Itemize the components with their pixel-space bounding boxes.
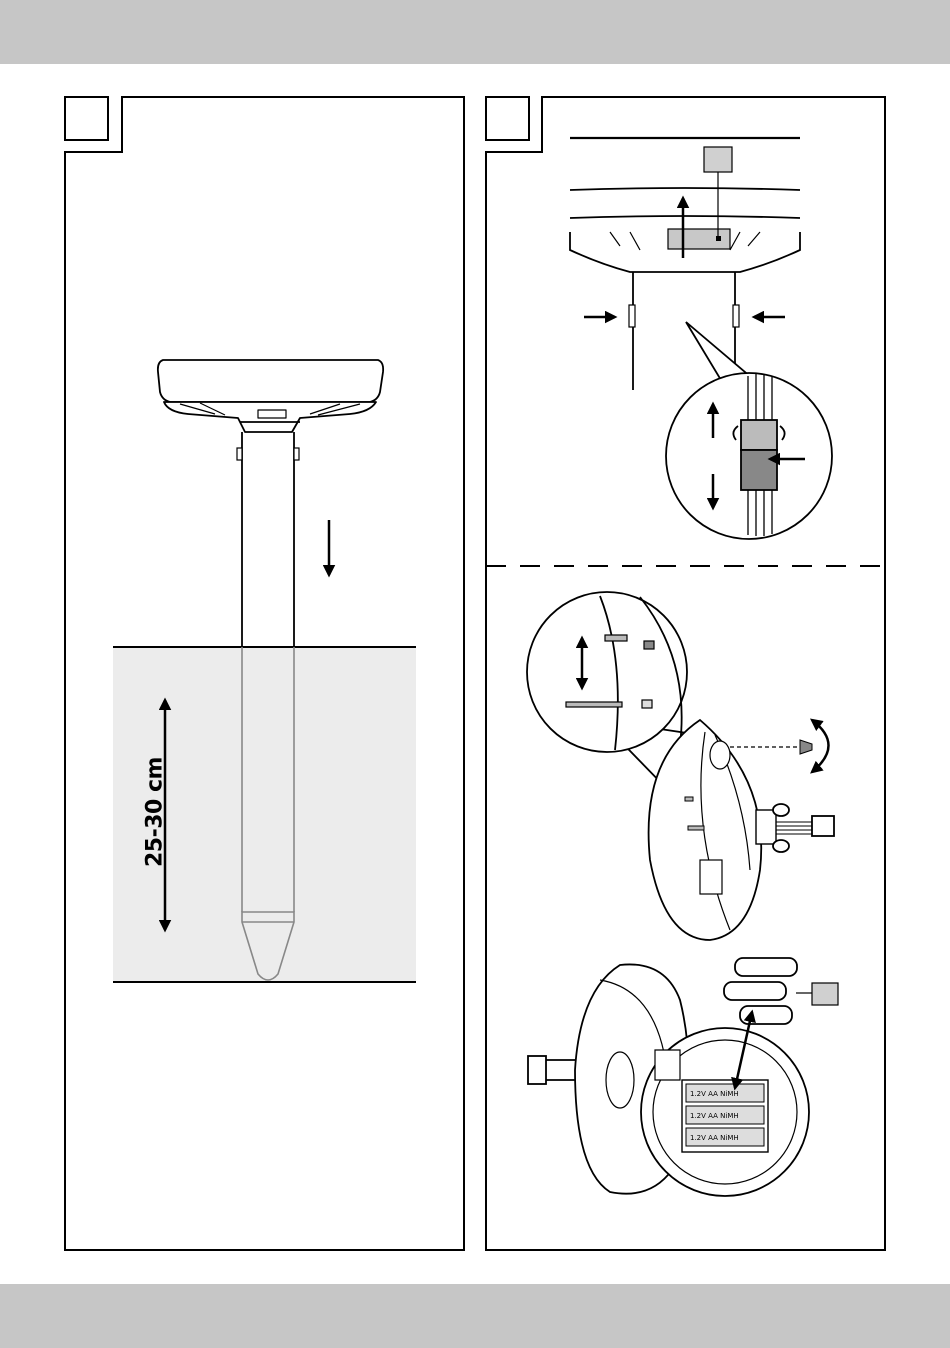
- battery-label-2: 1.2V AA NiMH: [690, 1112, 739, 1120]
- battery-label-1: 1.2V AA NiMH: [690, 1090, 739, 1098]
- left-panel: [65, 97, 464, 1250]
- battery-label-3: 1.2V AA NiMH: [690, 1134, 739, 1142]
- screw-removal-detail: [527, 592, 834, 940]
- connector-zoom: [666, 322, 832, 539]
- battery-compartment-detail: [528, 958, 838, 1196]
- solar-head: [158, 360, 383, 432]
- head-underside-detail: [570, 138, 800, 390]
- stake: [237, 432, 299, 647]
- step-number-box-right: [486, 97, 529, 140]
- step-number-box-left: [65, 97, 108, 140]
- right-panel: 1.2V AA NiMH 1.2V AA NiMH 1.2V AA NiMH: [486, 97, 885, 1250]
- callout-box-top: [704, 147, 732, 172]
- callout-box-battery: [812, 983, 838, 1005]
- depth-dimension-label: 25-30 cm: [143, 757, 168, 867]
- rotate-screw-arrow: [812, 720, 829, 772]
